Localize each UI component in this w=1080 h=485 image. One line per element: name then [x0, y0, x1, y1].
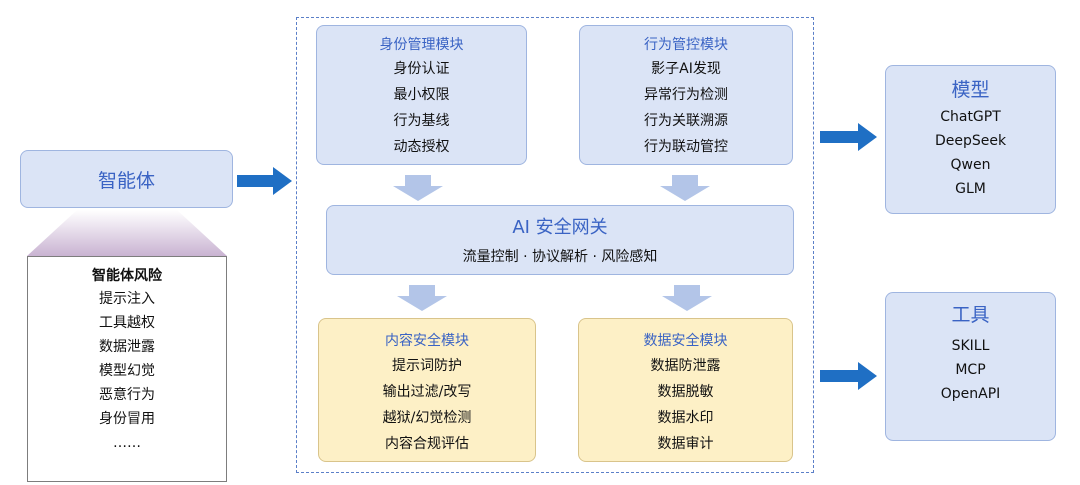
model-item: ChatGPT: [940, 109, 1001, 125]
behavior-item: 行为关联溯源: [644, 113, 728, 129]
arrow-gateway-to-models: [820, 123, 877, 151]
behavior-item: 行为联动管控: [644, 139, 728, 155]
arrow-behavior-to-gateway: [660, 175, 710, 201]
arrow-gateway-to-tools: [820, 362, 877, 390]
tool-item: OpenAPI: [940, 386, 1001, 402]
arrow-agent-to-gateway: [237, 167, 292, 195]
agent-risk-panel: 智能体风险 提示注入工具越权数据泄露模型幻觉恶意行为身份冒用 ……: [27, 256, 227, 482]
model-item: GLM: [955, 181, 986, 197]
tools-title: 工具: [951, 304, 990, 326]
risk-connector: [27, 210, 227, 256]
risk-item: 身份冒用: [99, 411, 155, 427]
arrow-identity-to-gateway: [393, 175, 443, 201]
risk-item: 提示注入: [99, 291, 155, 307]
risk-item: 恶意行为: [99, 387, 155, 403]
gateway-title: AI 安全网关: [512, 217, 608, 238]
identity-item: 身份认证: [393, 61, 450, 77]
behavior-item-list: 影子AI发现异常行为检测行为关联溯源行为联动管控: [580, 56, 792, 160]
data-item-list: 数据防泄露数据脱敏数据水印数据审计: [579, 353, 792, 457]
data-item: 数据防泄露: [650, 358, 721, 374]
data-item: 数据审计: [657, 436, 714, 452]
arrow-gateway-to-content: [397, 285, 447, 311]
risk-title: 智能体风险: [92, 268, 162, 284]
content-item: 输出过滤/改写: [382, 384, 472, 400]
risk-item: 工具越权: [99, 315, 155, 331]
security-gateway-zone: [296, 17, 814, 473]
model-item: DeepSeek: [934, 133, 1007, 149]
data-security-module[interactable]: 数据安全模块 数据防泄露数据脱敏数据水印数据审计: [578, 318, 793, 462]
identity-item-list: 身份认证最小权限行为基线动态授权: [317, 56, 526, 160]
identity-item: 行为基线: [393, 113, 450, 129]
behavior-item: 影子AI发现: [651, 61, 721, 77]
risk-item: 数据泄露: [99, 339, 155, 355]
behavior-module[interactable]: 行为管控模块 影子AI发现异常行为检测行为关联溯源行为联动管控: [579, 25, 793, 165]
ai-security-gateway[interactable]: AI 安全网关 流量控制 · 协议解析 · 风险感知: [326, 205, 794, 275]
risk-item: 模型幻觉: [99, 363, 155, 379]
tool-item: MCP: [955, 362, 986, 378]
agent-node[interactable]: 智能体: [20, 150, 233, 208]
content-item: 内容合规评估: [385, 436, 469, 452]
content-security-module[interactable]: 内容安全模块 提示词防护输出过滤/改写越狱/幻觉检测内容合规评估: [318, 318, 536, 462]
risk-item: ……: [113, 435, 141, 451]
arrow-gateway-to-data: [662, 285, 712, 311]
identity-module-title: 身份管理模块: [379, 37, 464, 53]
tool-item-list: SKILL MCP OpenAPI: [886, 334, 1055, 406]
gateway-subtitle: 流量控制 · 协议解析 · 风险感知: [462, 249, 658, 265]
behavior-item: 异常行为检测: [644, 87, 728, 103]
content-item: 越狱/幻觉检测: [382, 410, 472, 426]
content-item-list: 提示词防护输出过滤/改写越狱/幻觉检测内容合规评估: [319, 353, 535, 457]
data-module-title: 数据安全模块: [643, 333, 728, 349]
data-item: 数据脱敏: [657, 384, 714, 400]
content-item: 提示词防护: [392, 358, 462, 374]
risk-list: 提示注入工具越权数据泄露模型幻觉恶意行为身份冒用 ……: [28, 287, 226, 455]
tools-node[interactable]: 工具 SKILL MCP OpenAPI: [885, 292, 1056, 441]
agent-label: 智能体: [97, 169, 155, 192]
identity-item: 动态授权: [393, 139, 450, 155]
models-title: 模型: [951, 79, 990, 101]
identity-module[interactable]: 身份管理模块 身份认证最小权限行为基线动态授权: [316, 25, 527, 165]
tool-item: SKILL: [951, 338, 990, 354]
model-item: Qwen: [950, 157, 991, 173]
content-module-title: 内容安全模块: [385, 333, 469, 349]
data-item: 数据水印: [657, 410, 714, 426]
identity-item: 最小权限: [393, 87, 450, 103]
behavior-module-title: 行为管控模块: [644, 37, 728, 53]
